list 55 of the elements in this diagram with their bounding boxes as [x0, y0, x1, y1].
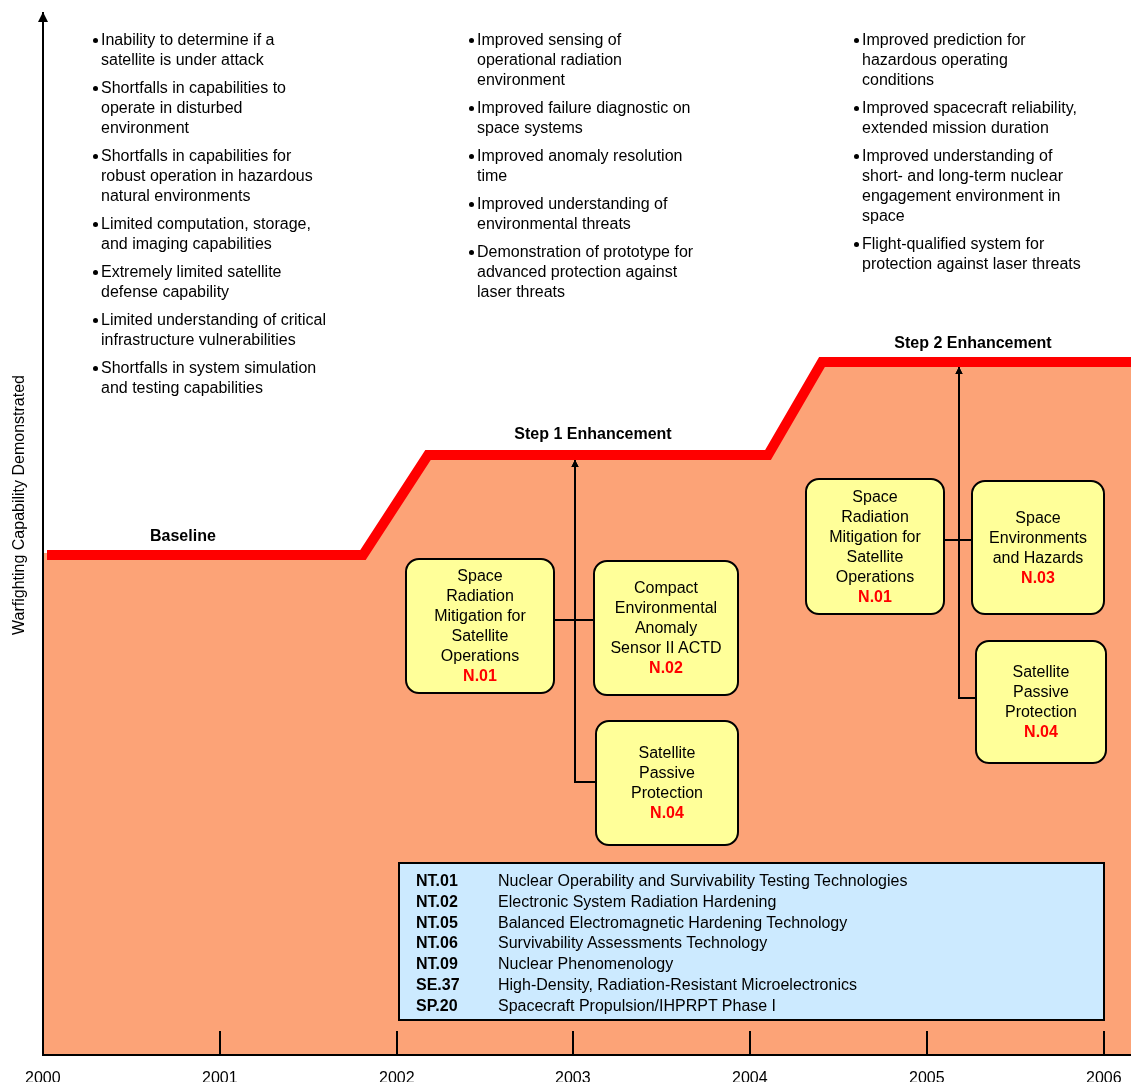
program-code: SP.20 — [416, 995, 458, 1016]
step-label: Step 2 Enhancement — [894, 334, 1052, 351]
bullet-item: Shortfalls in capabilities to operate in disturbed environment — [101, 78, 287, 138]
step-label: Step 1 Enhancement — [514, 425, 672, 442]
bullet-item: Shortfalls in system simulation and testing capabilities — [101, 358, 318, 398]
program-name: High-Density, Radiation-Resistant Microelectronics — [498, 975, 857, 995]
axis-title: Warfighting Capability Demonstrated — [9, 375, 28, 635]
bullet-item: Improved prediction for hazardous operating conditions — [862, 30, 1027, 90]
bullet-item: Improved sensing of operational radiation environment — [477, 30, 623, 90]
bullet-item: Inability to determine if a satellite is under attack — [101, 30, 276, 70]
bullet-item: Improved understanding of environmental threats — [477, 194, 669, 234]
program-name: Spacecraft Propulsion/IHPRPT Phase I — [498, 995, 777, 1016]
project-title: Space Radiation Mitigation for Satellite Operations — [433, 566, 527, 666]
bullet-item: Flight-qualified system for protection against laser threats — [862, 234, 1082, 274]
project-box — [975, 640, 1107, 764]
bullet-item: Limited computation, storage, and imaging capabilities — [101, 214, 312, 254]
project-title: Satellite Passive Protection — [629, 743, 704, 803]
project-code: N.04 — [650, 803, 684, 823]
program-code: SE.37 — [416, 975, 460, 995]
project-box — [593, 560, 739, 696]
project-title: Satellite Passive Protection — [1003, 662, 1078, 722]
bullet-item: Extremely limited satellite defense capability — [101, 262, 283, 302]
project-title: Compact Environmental Anomaly Sensor II ACTD — [610, 578, 722, 658]
project-code: N.04 — [1024, 722, 1058, 742]
program-name: Electronic System Radiation Hardening — [498, 891, 777, 912]
program-name: Nuclear Phenomenology — [498, 954, 674, 975]
bullet-item: Improved anomaly resolution time — [477, 146, 684, 186]
project-code: N.01 — [463, 666, 497, 686]
bullet-item: Improved spacecraft reliability, extended mission duration — [862, 98, 1078, 138]
project-title: Space Environments and Hazards — [988, 507, 1088, 568]
program-name: Nuclear Operability and Survivability Testing Technologies — [498, 871, 908, 891]
program-code: NT.09 — [416, 954, 458, 975]
bullet-item: Improved failure diagnostic on space systems — [477, 98, 692, 138]
bullet-item: Demonstration of prototype for advanced protection against laser threats — [477, 242, 695, 302]
project-code: N.02 — [649, 658, 683, 678]
project-code: N.01 — [858, 586, 892, 607]
project-box — [405, 558, 555, 694]
program-name: Survivability Assessments Technology — [498, 933, 768, 954]
connector-arrow — [571, 459, 596, 783]
program-code: NT.05 — [416, 912, 458, 933]
project-box — [971, 480, 1105, 615]
program-code: NT.02 — [416, 891, 458, 912]
bullet-item: Shortfalls in capabilities for robust operation in hazardous natural environments — [101, 146, 314, 206]
connector-arrow — [955, 366, 976, 699]
project-box — [595, 720, 739, 846]
program-list-panel — [398, 862, 1105, 1021]
project-title: Space Radiation Mitigation for Satellite Operations — [828, 486, 922, 587]
project-box — [805, 478, 945, 615]
baseline-label: Baseline — [150, 526, 216, 546]
bullet-item: Improved understanding of short- and long-term nuclear engagement environment in space — [862, 146, 1064, 226]
project-code: N.03 — [1021, 567, 1055, 588]
program-code: NT.06 — [416, 933, 458, 954]
bullet-item: Limited understanding of critical infrastructure vulnerabilities — [101, 310, 327, 350]
program-name: Balanced Electromagnetic Hardening Technology — [498, 912, 848, 933]
program-code: NT.01 — [416, 871, 458, 891]
